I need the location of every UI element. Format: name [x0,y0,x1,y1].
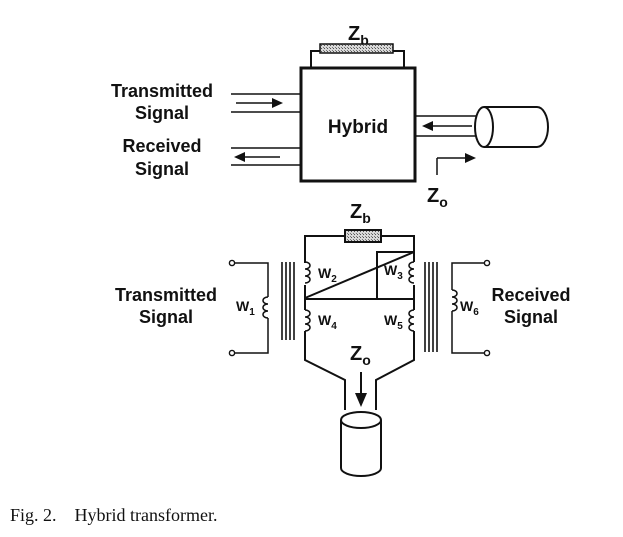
zb-wire-left [304,235,345,263]
terminal-tx-top [228,259,236,267]
top-transmitted-label-1: Transmitted [111,81,213,101]
coil-w2 [304,261,311,284]
bottom-zb-label: Zb [350,201,371,226]
left-transformer [228,259,295,357]
top-cable-cylinder-icon [474,106,549,148]
top-zb-label: Zb [348,23,369,48]
figure-caption: Fig. 2. Hybrid transformer. [10,505,217,526]
w6-label: W6 [460,298,479,318]
top-zo-label: Zo [427,185,448,210]
coil-w6 [451,289,458,312]
top-hybrid-block-diagram: Zb Hybrid Transmitted Signal Received Si… [111,23,549,210]
w2-label: W2 [318,265,337,285]
hybrid-box [299,66,417,183]
caption-prefix: Fig. 2. [10,505,57,525]
w5-label: W5 [384,312,403,332]
w1-label: W1 [236,298,255,318]
caption-text: Hybrid transformer. [74,505,218,525]
bottom-zo-label: Zo [350,343,371,368]
terminal-tx-bottom [228,349,236,357]
zb-wire-right [381,235,415,246]
zo-arrow-head [465,153,476,163]
bottom-zo-arrow-head [355,393,367,407]
bottom-transmitted-label-1: Transmitted [115,285,217,305]
diagonal-wire [304,251,415,299]
bottom-cable-cylinder-icon [340,411,382,477]
bottom-zb-resistor [344,229,382,243]
w4-label: W4 [318,312,337,332]
w3-label: W3 [384,262,403,282]
bottom-received-label-1: Received [491,285,570,305]
coil-w4 [304,309,311,332]
bottom-transmitted-label-2: Signal [139,307,193,327]
bottom-transformer-circuit: Zb Zo [115,201,571,477]
funnel-left [304,331,346,410]
right-transformer [424,259,491,357]
terminal-rx-top [483,259,491,267]
coil-w1 [262,296,269,319]
hybrid-label: Hybrid [328,117,388,138]
coil-w3 [408,261,415,284]
top-zb-resistor [319,43,394,54]
funnel-right [375,331,415,410]
cable-arrow-head [422,121,433,131]
w3-loop-wire [376,251,414,299]
top-received-label-2: Signal [135,159,189,179]
terminal-rx-bottom [483,349,491,357]
top-received-label-1: Received [122,136,201,156]
bottom-received-label-2: Signal [504,307,558,327]
rx-arrow-head [234,152,245,162]
tx-arrow-head [272,98,283,108]
top-transmitted-label-2: Signal [135,103,189,123]
coil-w5 [408,309,415,332]
